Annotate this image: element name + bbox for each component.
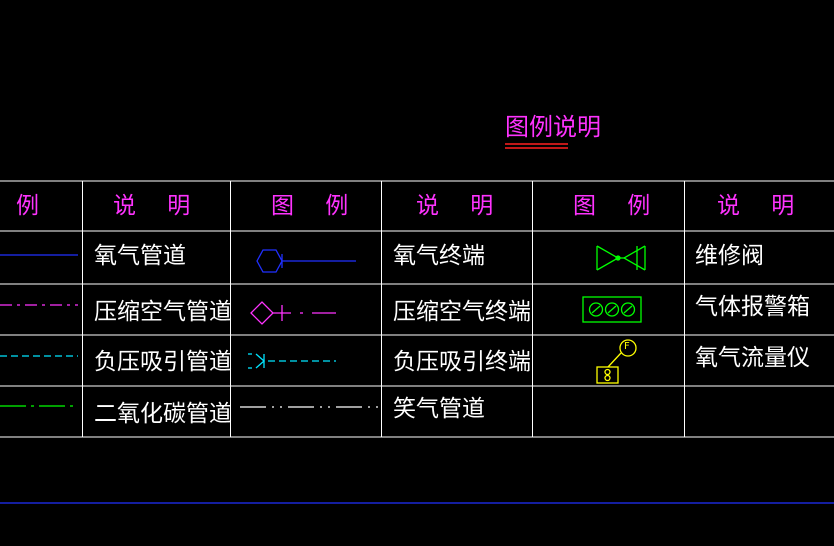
label-vacuum-terminal: 负压吸引终端	[393, 349, 531, 375]
valve-icon	[596, 245, 646, 271]
label-oxygen-flowmeter: 氧气流量仪	[695, 345, 810, 371]
label-co2-pipe: 二氧化碳管道	[94, 401, 232, 427]
alarm-box-icon	[582, 296, 642, 323]
label-compressed-air-pipe: 压缩空气管道	[94, 299, 232, 325]
label-gas-alarm-box: 气体报警箱	[695, 294, 810, 320]
hexagon-terminal-icon	[256, 249, 356, 273]
label-nitrous-oxide-pipe: 笑气管道	[393, 396, 485, 422]
header-description-3: 说 明	[717, 193, 807, 219]
table-grid	[0, 180, 834, 438]
label-compressed-air-terminal: 压缩空气终端	[393, 299, 531, 325]
label-oxygen-pipe: 氧气管道	[94, 243, 186, 269]
diamond-terminal-icon	[250, 301, 336, 325]
label-maintenance-valve: 维修阀	[695, 243, 764, 269]
flowmeter-icon	[596, 339, 637, 384]
label-vacuum-pipe: 负压吸引管道	[94, 349, 232, 375]
header-description-1: 说 明	[113, 193, 203, 219]
header-legend-1: 例	[16, 193, 51, 219]
header-description-2: 说 明	[416, 193, 506, 219]
flowmeter-letter: F	[624, 341, 630, 352]
vacuum-terminal-icon	[248, 353, 336, 369]
header-legend-2: 图 例	[271, 193, 361, 219]
legend-title: 图例说明	[505, 113, 601, 141]
label-oxygen-terminal: 氧气终端	[393, 243, 485, 269]
header-legend-3: 图 例	[573, 193, 663, 219]
